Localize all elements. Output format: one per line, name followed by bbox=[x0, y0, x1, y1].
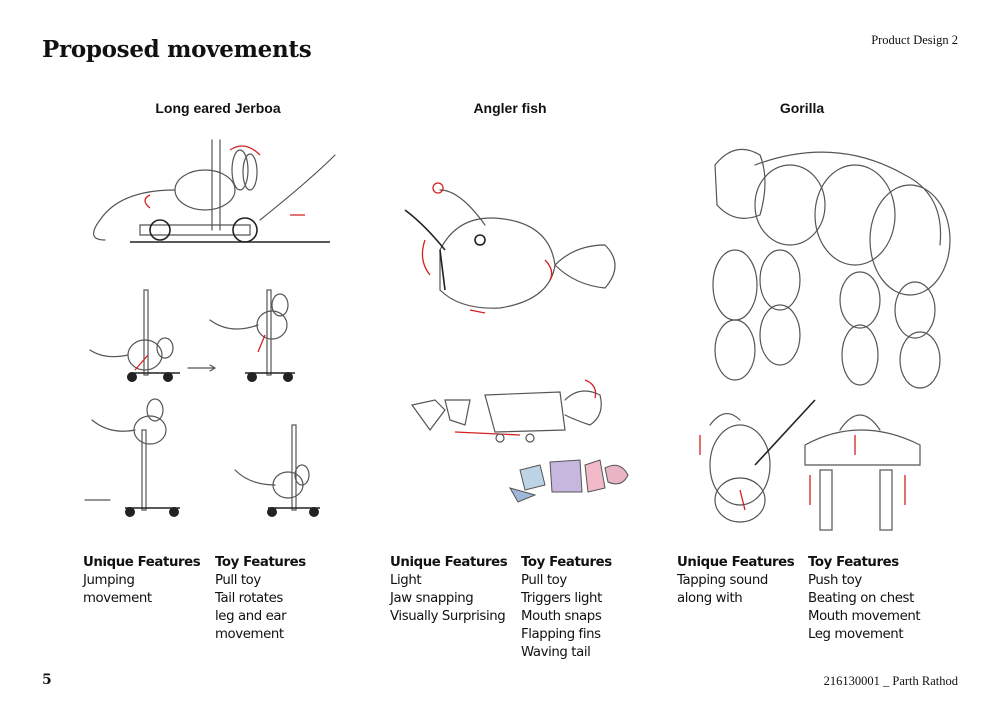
feature-item: Flapping fins bbox=[521, 627, 601, 642]
footer-author: 216130001 _ Parth Rathod bbox=[823, 674, 958, 688]
jerboa-main-sketch bbox=[93, 139, 336, 243]
feature-item: leg and ear bbox=[215, 609, 287, 624]
unique-features-title: Unique Features bbox=[677, 555, 795, 570]
jerboa-sketches bbox=[84, 139, 336, 517]
feature-item: movement bbox=[83, 591, 152, 606]
toy-features-title: Toy Features bbox=[808, 555, 899, 570]
feature-item: Light bbox=[390, 573, 422, 588]
course-label: Product Design 2 bbox=[871, 33, 958, 47]
gorilla-sketches bbox=[699, 148, 951, 531]
jerboa-step2-sketch bbox=[209, 289, 295, 382]
feature-item: Pull toy bbox=[521, 573, 567, 588]
page-number: 5 bbox=[42, 672, 52, 688]
feature-item: along with bbox=[677, 591, 743, 606]
toy-features-title: Toy Features bbox=[521, 555, 612, 570]
feature-item: Pull toy bbox=[215, 573, 261, 588]
feature-item: Leg movement bbox=[808, 627, 904, 642]
page-title: Proposed movements bbox=[42, 36, 312, 63]
unique-features-title: Unique Features bbox=[83, 555, 201, 570]
feature-item: Visually Surprising bbox=[390, 609, 506, 624]
feature-item: Tapping sound bbox=[677, 573, 768, 588]
feature-item: Jumping bbox=[83, 573, 135, 588]
feature-item: Mouth movement bbox=[808, 609, 921, 624]
angler-fish-sketches bbox=[404, 182, 629, 503]
toy-features-title: Toy Features bbox=[215, 555, 306, 570]
angler-fish-parts-sketch bbox=[410, 379, 602, 443]
angler-fish-main-sketch bbox=[404, 182, 616, 314]
heading-gorilla: Gorilla bbox=[779, 100, 825, 116]
feature-item: Triggers light bbox=[521, 591, 602, 606]
angler-unique-features: Unique Features Light Jaw snapping Visua… bbox=[390, 554, 508, 626]
feature-item: Push toy bbox=[808, 573, 862, 588]
feature-item: Beating on chest bbox=[808, 591, 914, 606]
gorilla-toy-features: Toy Features Push toy Beating on chest M… bbox=[808, 554, 921, 644]
angler-toy-features: Toy Features Pull toy Triggers light Mou… bbox=[521, 554, 612, 662]
angler-fish-exploded-sketch bbox=[508, 459, 629, 503]
gorilla-push-sketch bbox=[804, 414, 921, 531]
unique-features-title: Unique Features bbox=[390, 555, 508, 570]
gorilla-tapping-sketch bbox=[699, 399, 816, 523]
feature-item: Mouth snaps bbox=[521, 609, 602, 624]
gorilla-main-sketch bbox=[712, 148, 951, 389]
jerboa-step4-sketch bbox=[234, 424, 320, 517]
jerboa-unique-features: Unique Features Jumping movement bbox=[83, 554, 201, 608]
feature-item: Jaw snapping bbox=[390, 591, 474, 606]
feature-item: Waving tail bbox=[521, 645, 591, 660]
gorilla-unique-features: Unique Features Tapping sound along with bbox=[677, 554, 795, 608]
heading-jerboa: Long eared Jerboa bbox=[155, 100, 281, 116]
jerboa-step3-sketch bbox=[84, 398, 180, 517]
feature-item: movement bbox=[215, 627, 284, 642]
jerboa-toy-features: Toy Features Pull toy Tail rotates leg a… bbox=[215, 554, 306, 644]
jerboa-step1-sketch bbox=[89, 289, 217, 382]
feature-item: Tail rotates bbox=[215, 591, 283, 606]
heading-angler-fish: Angler fish bbox=[473, 100, 547, 116]
